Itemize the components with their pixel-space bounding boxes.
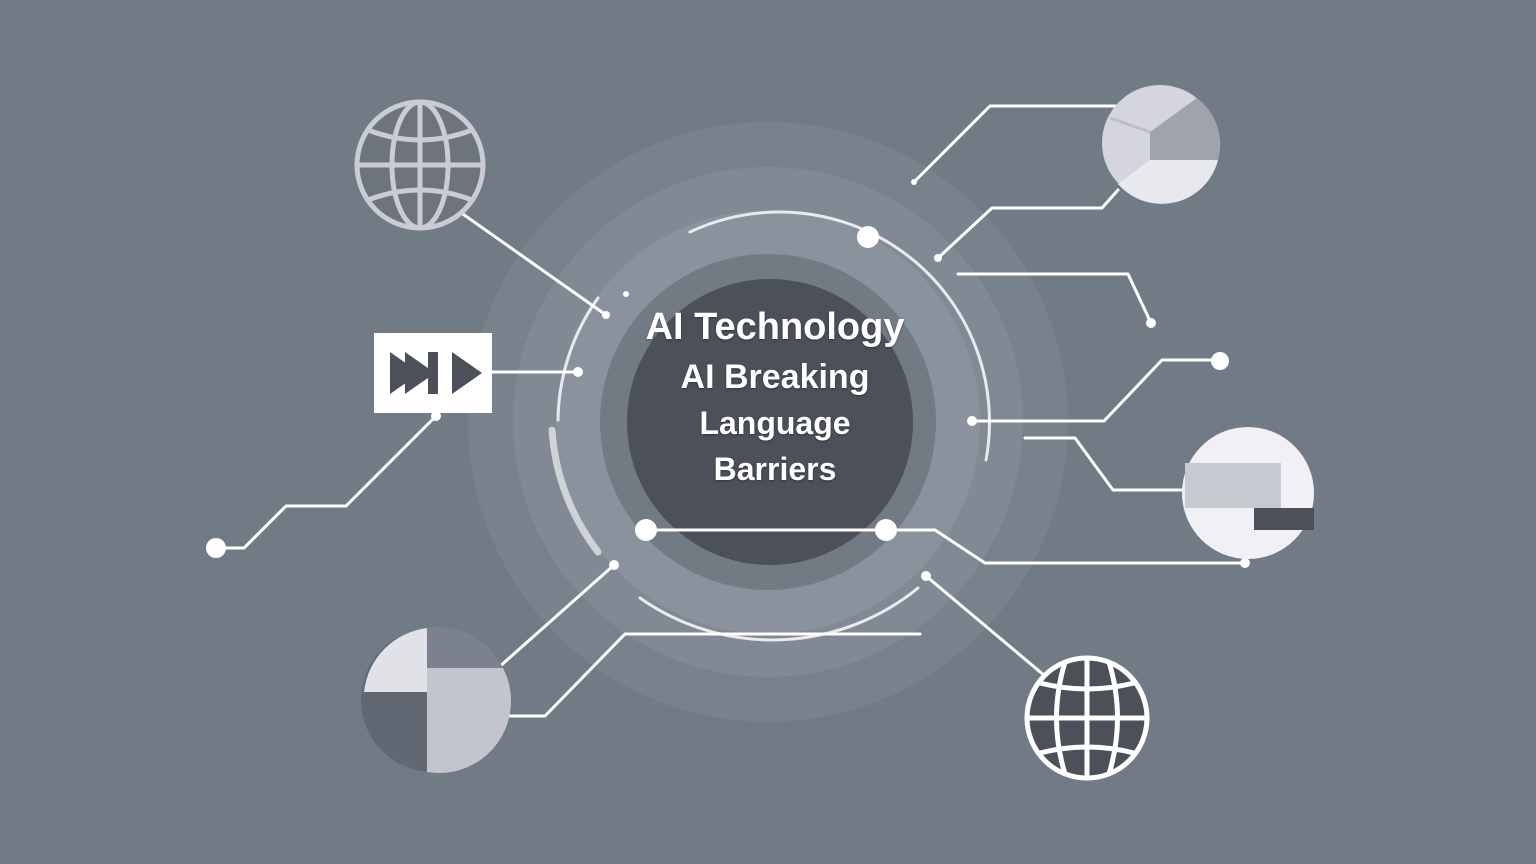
connector-node [934, 254, 942, 262]
connector-node [1211, 352, 1229, 370]
ring-arc [556, 296, 600, 422]
pie-chart-icon [1102, 85, 1221, 204]
connector-node [609, 560, 619, 570]
connector-node [921, 571, 931, 581]
connector-line [214, 416, 436, 550]
ring-arc-thick [548, 426, 602, 556]
media-skip-icon [374, 333, 492, 413]
central-hub [627, 279, 913, 565]
pie-chart-icon [1182, 427, 1314, 559]
hub-label: AI Technology AI Breaking Language Barri… [580, 300, 970, 492]
connector-node [635, 519, 657, 541]
ring-arc [688, 210, 991, 462]
connector-line [912, 104, 1118, 184]
connector-line [956, 272, 1153, 325]
ring-arc [638, 586, 920, 642]
connector-node [967, 416, 977, 426]
hub-subtitle-line: Barriers [713, 451, 837, 487]
connector-node [573, 367, 583, 377]
connector-line [970, 358, 1222, 423]
connector-line [458, 210, 608, 317]
connector-node [206, 538, 226, 558]
connector-line [924, 574, 1047, 678]
connector-node [602, 311, 610, 319]
hub-subtitle-line: AI Breaking [680, 358, 870, 396]
connector-line [884, 528, 1247, 565]
connector-line [1023, 436, 1222, 492]
hub-subtitle-line: Language [699, 405, 851, 441]
connector-line [496, 563, 616, 670]
connector-node [875, 519, 897, 541]
globe-icon [1024, 655, 1150, 781]
connector-node [911, 179, 917, 185]
connector-node [1240, 558, 1250, 568]
hub-title: AI Technology [645, 306, 905, 348]
globe-icon [354, 99, 486, 231]
connector-line [936, 188, 1120, 260]
connector-node [1146, 318, 1156, 328]
connector-node [623, 291, 629, 297]
pie-chart-icon [361, 627, 512, 774]
connector-node [857, 226, 879, 248]
connector-node [431, 411, 441, 421]
